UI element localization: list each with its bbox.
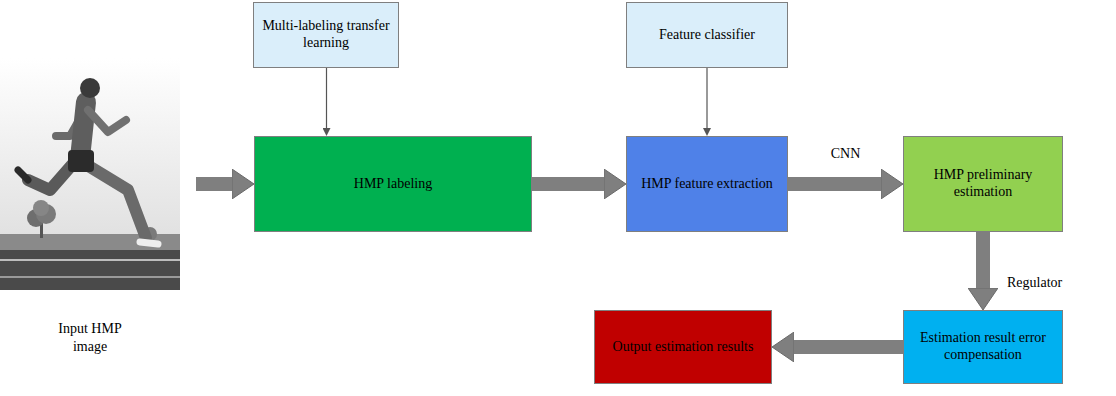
block-arrow [196,177,232,191]
output-box: Output estimation results [594,310,772,384]
block-arrow [532,177,604,191]
method-box: Multi-labeling transfer learning [253,2,399,68]
block-arrow [976,232,990,288]
process-box: Estimation result error compensation [903,310,1063,384]
input-image: Input HMP image [0,58,180,290]
box-label: HMP labeling [354,176,432,193]
edge-label: Regulator [1005,275,1064,292]
box-label: Estimation result error compensation [912,330,1054,364]
box-label: Multi-labeling transfer learning [262,18,390,52]
box-label: HMP feature extraction [641,176,773,193]
process-box: HMP feature extraction [626,136,788,232]
block-arrow [788,177,881,191]
method-box: Feature classifier [626,2,788,68]
thin-arrow [706,68,707,128]
process-box: HMP labeling [254,136,532,232]
process-box: HMP preliminary estimation [903,136,1063,232]
thin-arrow [326,68,327,128]
image-caption: Input HMP image [45,320,135,355]
runner-photo [0,58,180,290]
block-arrow [794,340,903,354]
box-label: Output estimation results [613,339,754,356]
edge-label: CNN [829,146,863,163]
box-label: Feature classifier [659,27,755,44]
box-label: HMP preliminary estimation [912,167,1054,201]
